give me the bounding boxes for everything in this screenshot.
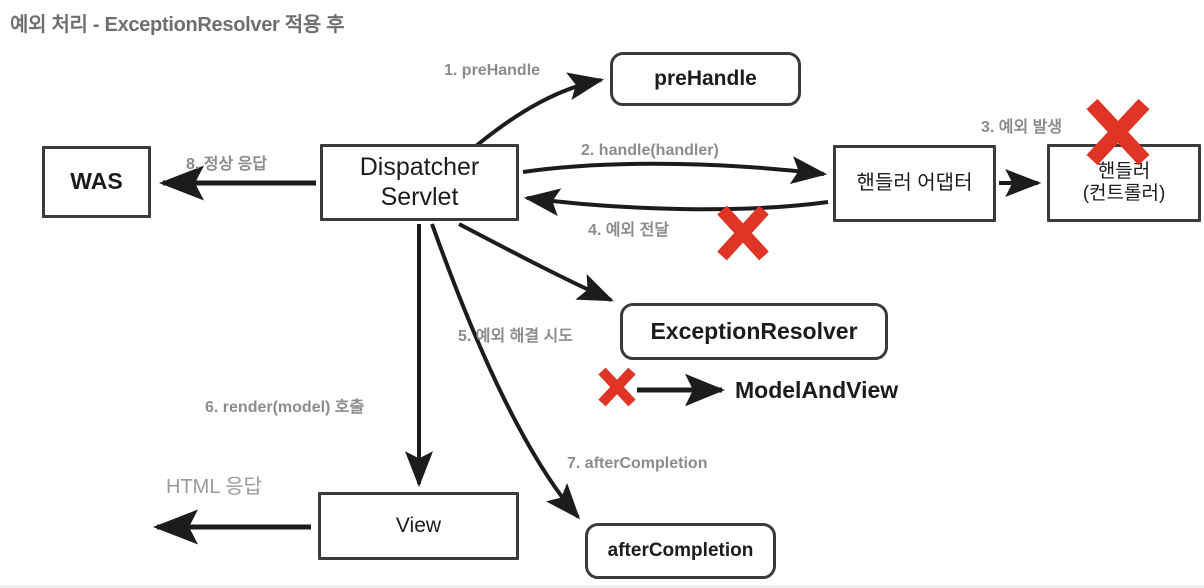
- edge-exception-propagate: [523, 188, 829, 217]
- node-prehandle-label: preHandle: [654, 66, 757, 90]
- node-handler-adapter[interactable]: 핸들러 어댑터: [833, 145, 996, 222]
- edge-label-step8: 8. 정상 응답: [186, 156, 268, 173]
- error-x-icon-step4: [717, 205, 769, 261]
- edge-prehandle: [474, 72, 605, 148]
- edge-label-step6: 6. render(model) 호출: [205, 399, 365, 416]
- edge-label-step5: 5. 예외 해결 시도: [458, 328, 573, 345]
- edge-label-step7: 7. afterCompletion: [567, 455, 708, 472]
- node-after-completion[interactable]: afterCompletion: [585, 523, 776, 579]
- node-model-and-view: ModelAndView: [735, 377, 899, 403]
- node-was-label: WAS: [70, 168, 123, 195]
- node-handler-controller[interactable]: 핸들러 (컨트롤러): [1047, 144, 1201, 222]
- node-exception-resolver-label: ExceptionResolver: [650, 317, 858, 344]
- edge-handle-handler: [522, 156, 828, 185]
- node-handler-adapter-label: 핸들러 어댑터: [856, 171, 973, 194]
- node-exception-resolver[interactable]: ExceptionResolver: [620, 303, 888, 360]
- edge-label-step2: 2. handle(handler): [581, 142, 719, 159]
- node-was[interactable]: WAS: [42, 146, 151, 218]
- edge-label-step3: 3. 예외 발생: [981, 119, 1063, 136]
- error-x-icon-modelandview: [598, 367, 636, 407]
- edge-after-completion: [430, 223, 581, 520]
- node-view-label: View: [395, 513, 442, 537]
- node-handler-controller-label: 핸들러 (컨트롤러): [1082, 160, 1166, 204]
- edge-label-step1: 1. preHandle: [444, 62, 541, 79]
- node-prehandle[interactable]: preHandle: [610, 52, 801, 106]
- node-dispatcher-servlet-label: Dispatcher Servlet: [359, 153, 480, 211]
- node-view[interactable]: View: [318, 492, 519, 560]
- page-title: 예외 처리 - ExceptionResolver 적용 후: [10, 14, 345, 36]
- node-dispatcher-servlet[interactable]: Dispatcher Servlet: [320, 144, 519, 221]
- node-after-completion-label: afterCompletion: [607, 539, 754, 561]
- edge-label-html-response: HTML 응답: [166, 476, 263, 498]
- edge-label-step4: 4. 예외 전달: [588, 222, 670, 239]
